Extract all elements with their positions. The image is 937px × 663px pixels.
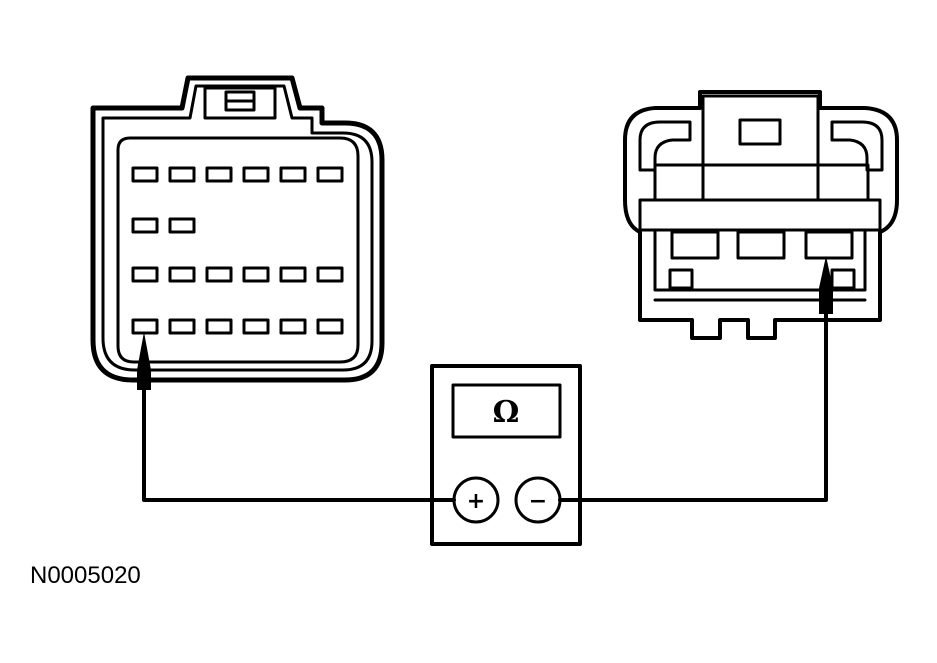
pin-row-3 — [131, 266, 344, 283]
right-probe-icon — [819, 256, 833, 314]
negative-lead-wire — [558, 293, 828, 502]
plus-terminal-label: + — [467, 489, 485, 514]
right-connector-icon — [623, 90, 899, 340]
pin-row-4 — [131, 318, 344, 335]
meter-display-symbol: Ω — [493, 395, 520, 430]
figure-reference-id: N0005020 — [30, 562, 141, 589]
pin-row-2 — [131, 217, 196, 234]
pin-row-1 — [131, 166, 344, 183]
minus-terminal-label: − — [529, 489, 547, 514]
test-leads — [137, 256, 833, 502]
left-probe-icon — [137, 332, 151, 390]
positive-lead-wire — [142, 370, 456, 502]
left-connector-icon — [90, 75, 385, 383]
ohmmeter-icon: Ω + − — [430, 364, 582, 546]
